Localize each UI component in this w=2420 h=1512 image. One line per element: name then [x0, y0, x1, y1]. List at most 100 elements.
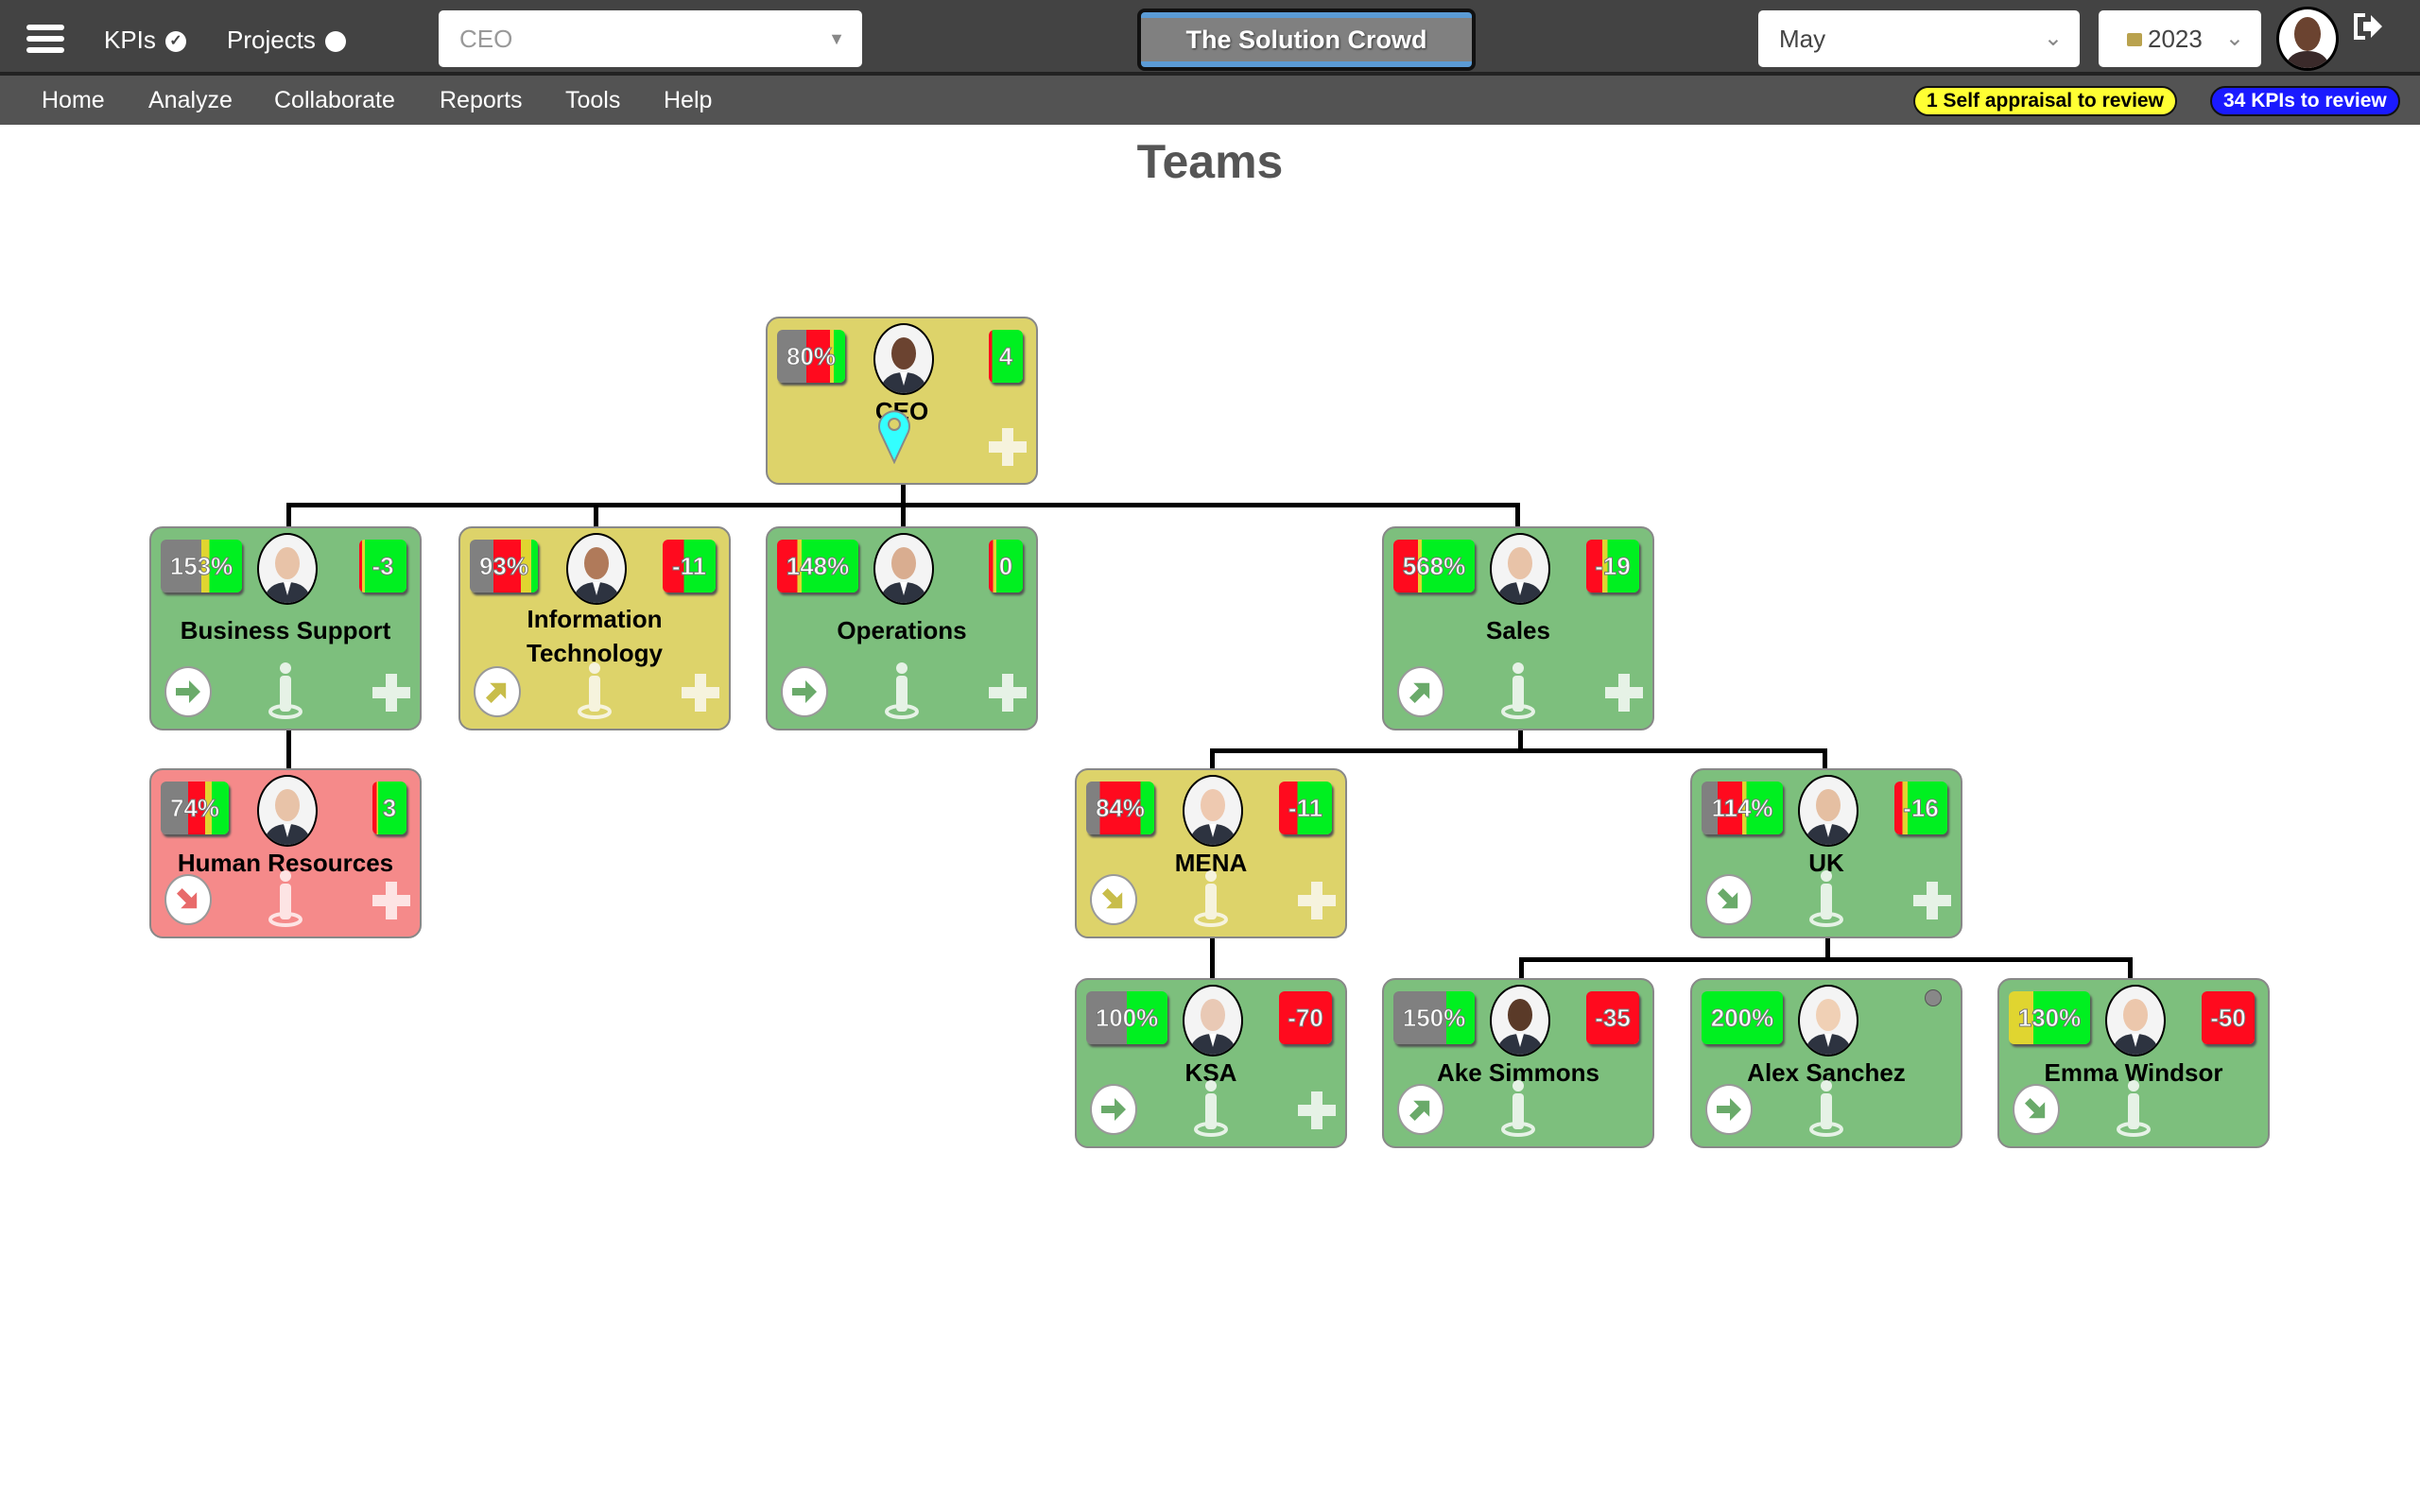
- score-badge[interactable]: 100%: [1086, 991, 1167, 1044]
- score-badge[interactable]: 200%: [1702, 991, 1783, 1044]
- avatar[interactable]: [873, 533, 934, 605]
- score-badge[interactable]: 130%: [2009, 991, 2090, 1044]
- nav-tools[interactable]: Tools: [565, 87, 621, 113]
- score-badge[interactable]: 114%: [1702, 782, 1783, 834]
- avatar[interactable]: [1798, 985, 1858, 1057]
- kpis-review-alert[interactable]: 34 KPIs to review: [2210, 86, 2400, 116]
- person-icon[interactable]: [263, 868, 308, 927]
- nav-help[interactable]: Help: [664, 87, 713, 113]
- score-badge[interactable]: 80%: [777, 330, 845, 383]
- person-icon[interactable]: [2111, 1078, 2156, 1137]
- score-badge[interactable]: 150%: [1393, 991, 1475, 1044]
- self-appraisal-alert[interactable]: 1 Self appraisal to review: [1913, 86, 2177, 116]
- score-badge[interactable]: 153%: [161, 540, 242, 593]
- kpi-count-badge[interactable]: -35: [1586, 991, 1639, 1044]
- trend-arrow-right-icon[interactable]: [781, 666, 828, 717]
- month-select[interactable]: May⌄: [1758, 10, 2080, 67]
- score-badge[interactable]: 84%: [1086, 782, 1154, 834]
- org-card-alex[interactable]: 200%Alex Sanchez: [1690, 978, 1962, 1148]
- connector-line: [1210, 748, 1827, 753]
- add-icon[interactable]: [1296, 1090, 1338, 1131]
- add-icon[interactable]: [371, 672, 412, 713]
- person-icon[interactable]: [1804, 868, 1849, 927]
- avatar[interactable]: [566, 533, 627, 605]
- add-icon[interactable]: [1911, 880, 1953, 921]
- nav-reports[interactable]: Reports: [440, 87, 523, 113]
- avatar[interactable]: [257, 533, 318, 605]
- status-dot-icon: [1925, 989, 1942, 1006]
- trend-arrow-right-icon[interactable]: [1090, 1084, 1137, 1135]
- avatar[interactable]: [1183, 985, 1243, 1057]
- trend-arrow-right-icon[interactable]: [1705, 1084, 1753, 1135]
- add-icon[interactable]: [371, 880, 412, 921]
- trend-arrow-down-right-icon[interactable]: [1705, 874, 1753, 925]
- kpi-count-badge[interactable]: -19: [1586, 540, 1639, 593]
- kpi-count-badge[interactable]: 4: [989, 330, 1023, 383]
- add-icon[interactable]: [1296, 880, 1338, 921]
- hamburger-menu-icon[interactable]: [26, 25, 64, 55]
- person-icon[interactable]: [263, 661, 308, 719]
- person-icon[interactable]: [1495, 1078, 1541, 1137]
- kpi-count-badge[interactable]: 3: [372, 782, 406, 834]
- kpi-count-badge[interactable]: -70: [1279, 991, 1332, 1044]
- location-pin-icon[interactable]: [872, 405, 917, 465]
- person-icon[interactable]: [1804, 1078, 1849, 1137]
- trend-arrow-down-right-icon[interactable]: [164, 874, 212, 925]
- avatar[interactable]: [257, 775, 318, 847]
- nav-analyze[interactable]: Analyze: [148, 87, 233, 113]
- nav-home[interactable]: Home: [42, 87, 105, 113]
- kpi-count-badge[interactable]: 0: [989, 540, 1023, 593]
- nav-collaborate[interactable]: Collaborate: [274, 87, 395, 113]
- avatar[interactable]: [1490, 533, 1550, 605]
- trend-arrow-up-right-icon[interactable]: [474, 666, 521, 717]
- score-badge[interactable]: 74%: [161, 782, 229, 834]
- kpi-count-badge[interactable]: -11: [663, 540, 716, 593]
- score-badge[interactable]: 148%: [777, 540, 858, 593]
- kpi-count-badge[interactable]: -11: [1279, 782, 1332, 834]
- avatar[interactable]: [2105, 985, 2166, 1057]
- kpi-count-badge[interactable]: -16: [1894, 782, 1947, 834]
- trend-arrow-up-right-icon[interactable]: [1397, 1084, 1444, 1135]
- person-icon[interactable]: [572, 661, 617, 719]
- person-icon[interactable]: [1495, 661, 1541, 719]
- add-icon[interactable]: [987, 672, 1028, 713]
- person-icon[interactable]: [879, 661, 925, 719]
- brand-button[interactable]: The Solution Crowd: [1137, 9, 1476, 71]
- avatar[interactable]: [1490, 985, 1550, 1057]
- kpis-toggle[interactable]: KPIs✓: [104, 26, 186, 55]
- year-select[interactable]: 2023⌄: [2099, 10, 2261, 67]
- logout-icon[interactable]: [2352, 11, 2384, 42]
- projects-toggle[interactable]: Projects: [227, 26, 346, 55]
- kpi-count-badge[interactable]: -50: [2202, 991, 2255, 1044]
- trend-arrow-down-right-icon[interactable]: [2013, 1084, 2060, 1135]
- position-select[interactable]: CEO▼: [439, 10, 862, 67]
- trend-arrow-up-right-icon[interactable]: [1397, 666, 1444, 717]
- avatar[interactable]: [1183, 775, 1243, 847]
- person-icon[interactable]: [1188, 868, 1234, 927]
- projects-label: Projects: [227, 26, 316, 54]
- add-icon[interactable]: [987, 426, 1028, 468]
- add-icon[interactable]: [1603, 672, 1645, 713]
- kpi-count-badge[interactable]: -3: [359, 540, 406, 593]
- avatar[interactable]: [873, 323, 934, 395]
- score-badge[interactable]: 93%: [470, 540, 538, 593]
- score-badge[interactable]: 568%: [1393, 540, 1475, 593]
- avatar[interactable]: [1798, 775, 1858, 847]
- kpis-label: KPIs: [104, 26, 156, 54]
- trend-arrow-down-right-icon[interactable]: [1090, 874, 1137, 925]
- person-icon[interactable]: [1188, 1078, 1234, 1137]
- user-avatar[interactable]: [2276, 7, 2339, 71]
- trend-arrow-right-icon[interactable]: [164, 666, 212, 717]
- add-icon[interactable]: [680, 672, 721, 713]
